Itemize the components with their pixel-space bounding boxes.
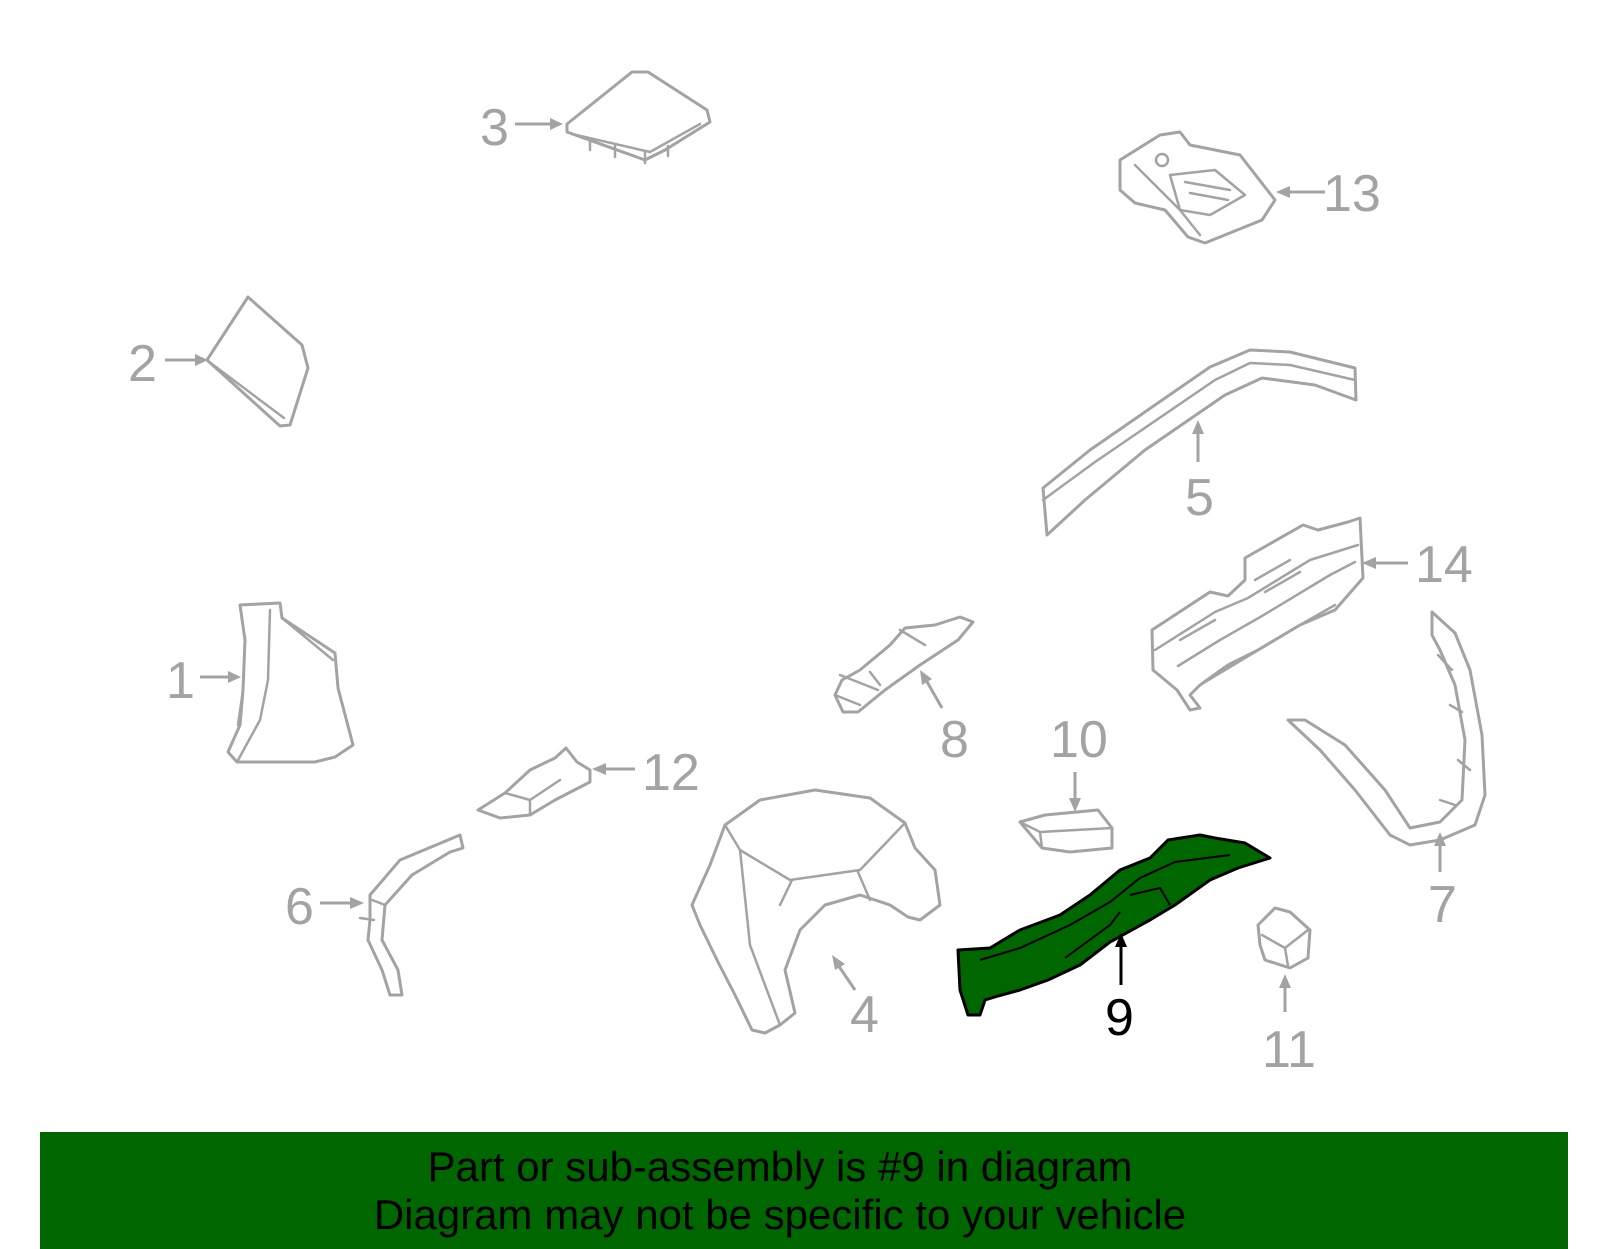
arrowhead-12 bbox=[592, 763, 606, 775]
part-6[interactable] bbox=[358, 833, 465, 997]
arrowhead-10 bbox=[1069, 798, 1081, 812]
arrowhead-5 bbox=[1192, 420, 1204, 434]
banner-line-disclaimer: Diagram may not be specific to your vehi… bbox=[373, 1191, 1187, 1238]
callout-7: 7 bbox=[1428, 876, 1457, 934]
part-9-highlighted[interactable] bbox=[956, 833, 1272, 1017]
part-1[interactable] bbox=[226, 601, 355, 764]
callout-9: 9 bbox=[1105, 989, 1134, 1047]
arrowhead-2 bbox=[195, 354, 208, 366]
callout-13: 13 bbox=[1323, 165, 1381, 223]
callout-14: 14 bbox=[1415, 536, 1473, 594]
part-3[interactable] bbox=[565, 70, 712, 165]
callout-6: 6 bbox=[285, 878, 314, 936]
arrowhead-8 bbox=[920, 670, 932, 685]
leader-4 bbox=[836, 964, 857, 991]
part-10[interactable] bbox=[1018, 808, 1114, 854]
part-5[interactable] bbox=[1041, 348, 1358, 537]
arrowhead-3 bbox=[550, 118, 563, 130]
leader-8 bbox=[924, 679, 944, 709]
part-8[interactable] bbox=[833, 615, 975, 714]
arrowhead-13 bbox=[1276, 186, 1290, 198]
parts-diagram: 3 13 2 5 1 8 14 bbox=[128, 70, 1487, 1079]
arrowhead-1 bbox=[228, 671, 241, 683]
callout-1: 1 bbox=[166, 652, 195, 710]
callout-10: 10 bbox=[1050, 711, 1108, 769]
part-13[interactable] bbox=[1118, 130, 1277, 245]
part-11[interactable] bbox=[1256, 906, 1312, 970]
callout-11: 11 bbox=[1262, 1021, 1316, 1079]
callout-3: 3 bbox=[480, 99, 509, 157]
callout-8: 8 bbox=[940, 711, 969, 769]
callout-5: 5 bbox=[1185, 469, 1214, 527]
part-14[interactable] bbox=[1150, 516, 1365, 712]
callout-12: 12 bbox=[642, 744, 700, 802]
callout-4: 4 bbox=[850, 986, 879, 1044]
arrowhead-6 bbox=[350, 897, 364, 909]
arrowhead-14 bbox=[1362, 557, 1376, 569]
callout-2: 2 bbox=[128, 335, 157, 393]
info-banner: Part or sub-assembly is #9 in diagram Di… bbox=[40, 1132, 1568, 1249]
arrowhead-11 bbox=[1279, 974, 1291, 988]
part-4[interactable] bbox=[690, 788, 942, 1035]
arrowhead-4 bbox=[832, 955, 845, 970]
arrowhead-9 bbox=[1115, 933, 1127, 947]
banner-line-part: Part or sub-assembly is #9 in diagram bbox=[427, 1143, 1133, 1190]
arrowhead-7 bbox=[1434, 832, 1446, 846]
part-7[interactable] bbox=[1286, 610, 1487, 847]
part-12[interactable] bbox=[476, 746, 592, 820]
part-2[interactable] bbox=[205, 295, 310, 428]
